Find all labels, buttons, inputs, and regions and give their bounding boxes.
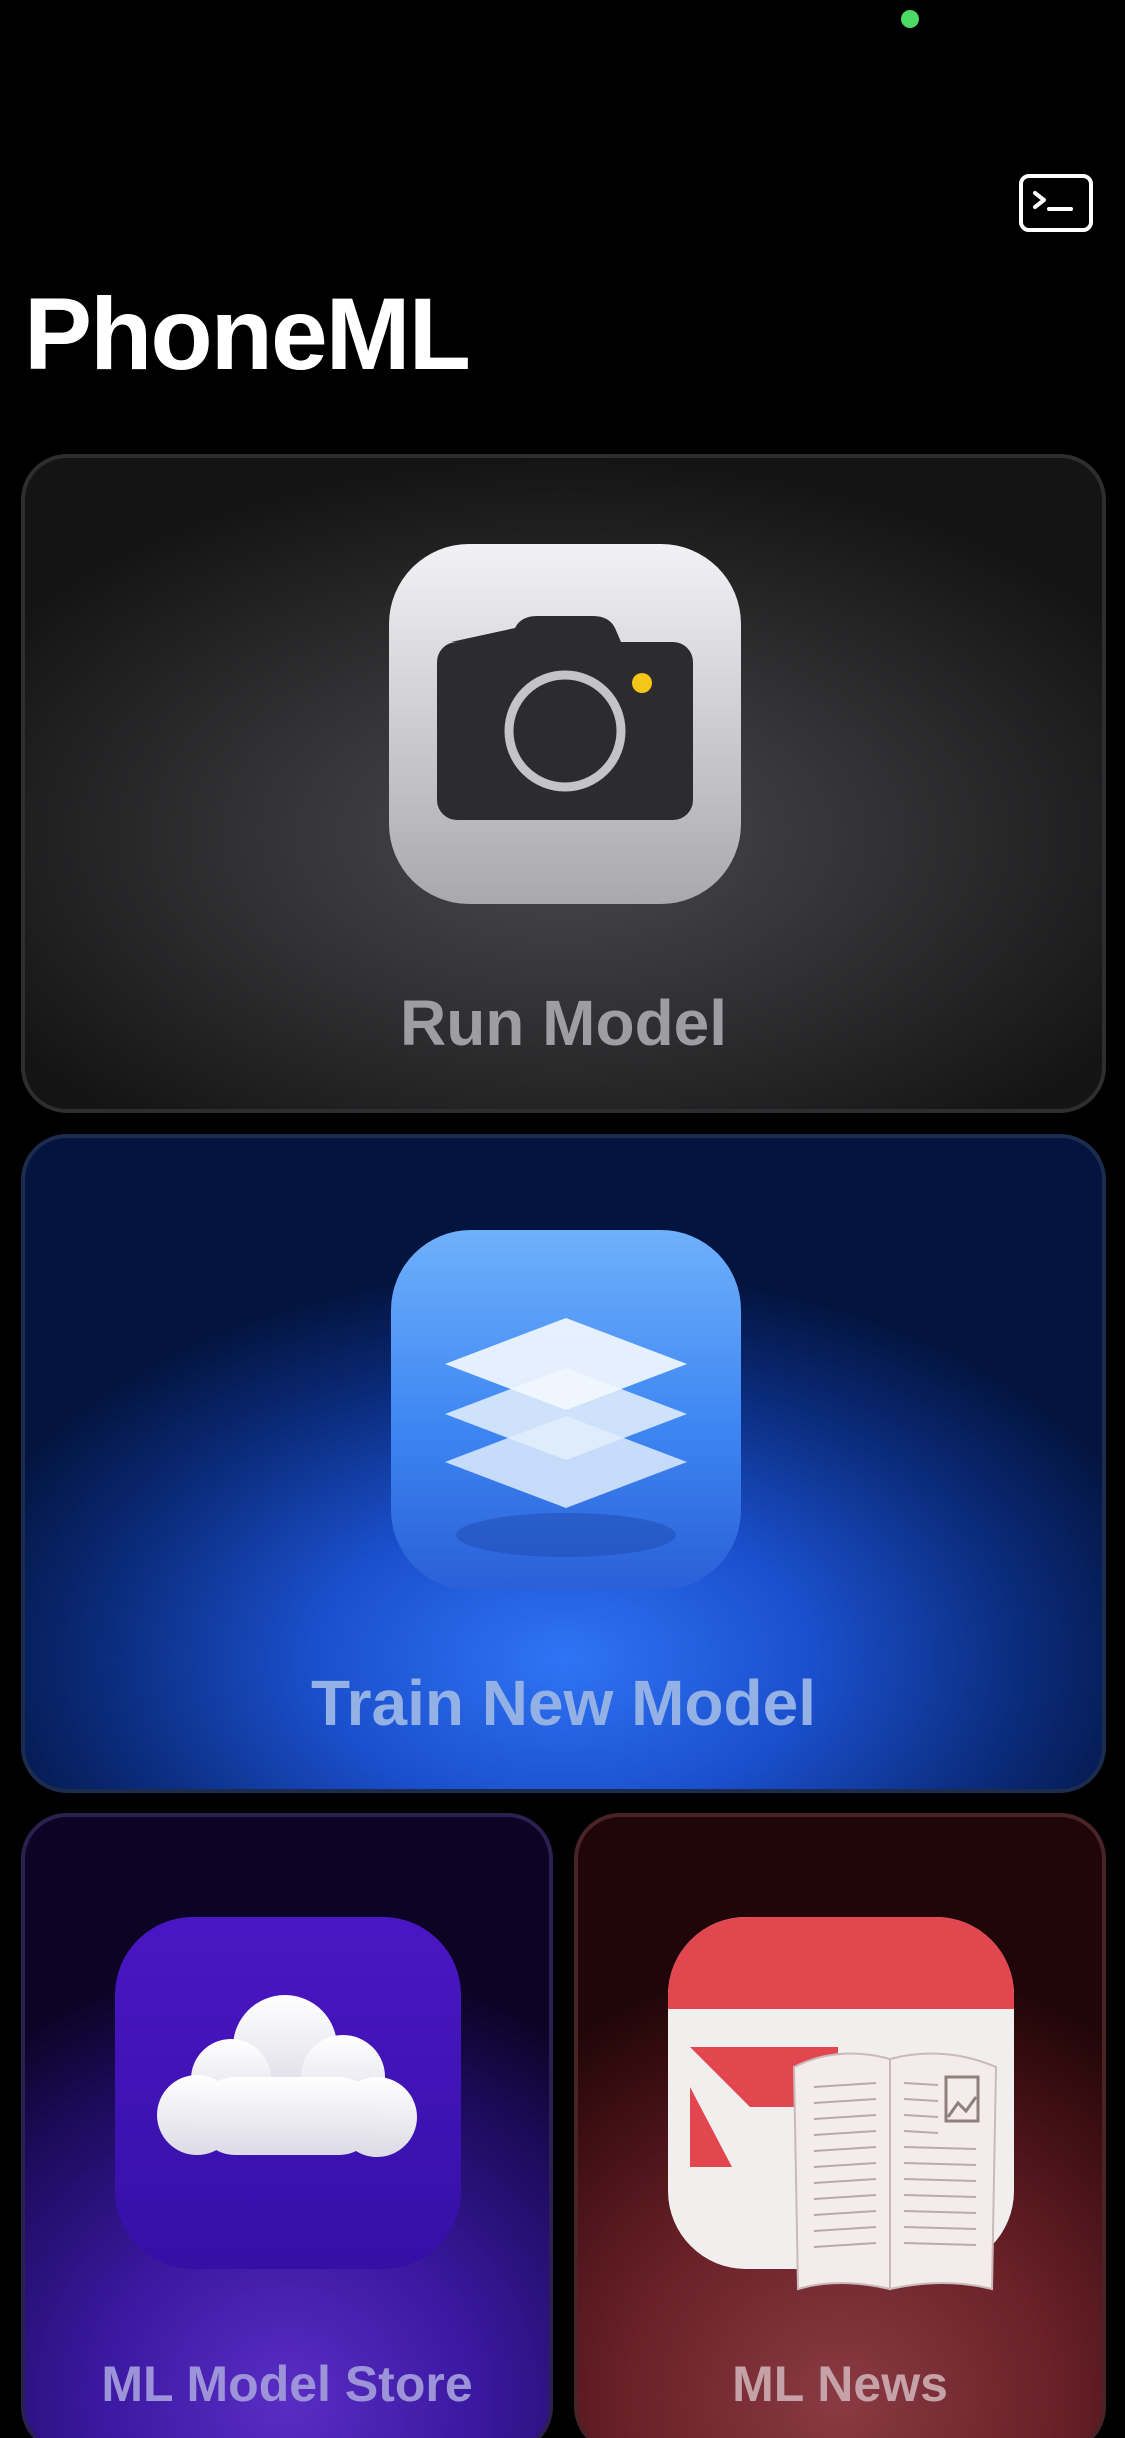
news-icon [668,1917,1014,2291]
ml-news-label: ML News [732,2356,948,2412]
ml-news-card[interactable]: ML News [574,1813,1106,2438]
camera-icon [389,544,741,904]
camera-in-use-indicator [901,10,919,28]
train-new-model-label: Train New Model [311,1667,816,1739]
ml-model-store-label: ML Model Store [101,2356,473,2412]
terminal-button[interactable] [1019,174,1093,232]
cloud-icon [115,1917,461,2269]
terminal-icon [1033,191,1073,211]
page-title: PhoneML [24,277,471,391]
train-new-model-card[interactable]: Train New Model [21,1134,1106,1793]
run-model-card[interactable]: Run Model [21,454,1106,1113]
layers-icon [391,1230,741,1590]
run-model-label: Run Model [399,987,728,1059]
ml-model-store-card[interactable]: ML Model Store [21,1813,553,2438]
